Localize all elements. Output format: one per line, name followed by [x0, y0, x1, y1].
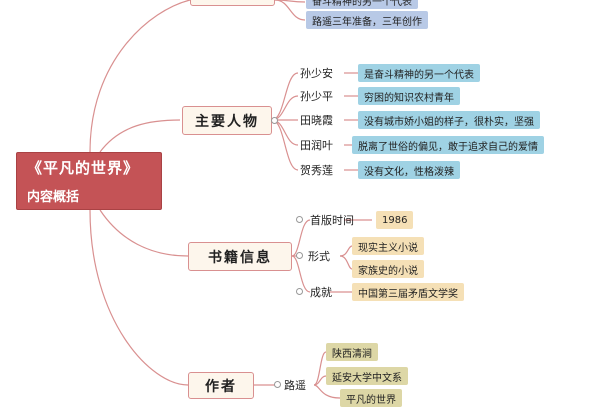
collapse-dot[interactable] — [296, 288, 303, 295]
author-item: 平凡的世界 — [340, 389, 402, 407]
collapse-dot[interactable] — [271, 117, 278, 124]
first-published-label: 首版时间 — [310, 214, 354, 227]
root-node: 《平凡的世界》 内容概括 — [16, 152, 162, 210]
author-name: 路遥 — [284, 379, 306, 392]
author-item: 陕西清涧 — [326, 343, 378, 361]
top-partial-box — [190, 0, 275, 6]
person-name: 田润叶 — [300, 139, 333, 152]
achievement-label: 成就 — [310, 286, 332, 299]
person-desc: 穷困的知识农村青年 — [358, 87, 460, 105]
form-label: 形式 — [308, 250, 330, 263]
branch-author: 作者 — [188, 372, 254, 399]
form-item: 家族史的小说 — [352, 260, 424, 278]
person-name: 贺秀莲 — [300, 164, 333, 177]
author-item: 延安大学中文系 — [326, 367, 408, 385]
person-name: 孙少平 — [300, 90, 333, 103]
person-name: 孙少安 — [300, 67, 333, 80]
collapse-dot[interactable] — [296, 216, 303, 223]
achievement-value: 中国第三届矛盾文学奖 — [352, 283, 464, 301]
person-desc: 是奋斗精神的另一个代表 — [358, 64, 480, 82]
person-name: 田晓霞 — [300, 114, 333, 127]
first-published-value: 1986 — [376, 211, 414, 229]
top-partial-item-2: 路遥三年准备，三年创作 — [306, 11, 428, 29]
person-desc: 脱离了世俗的偏见，敢于追求自己的爱情 — [352, 136, 544, 154]
form-item: 现实主义小说 — [352, 237, 424, 255]
person-desc: 没有城市娇小姐的样子，很朴实，坚强 — [358, 111, 540, 129]
person-desc: 没有文化，性格泼辣 — [358, 161, 460, 179]
root-title: 《平凡的世界》 — [27, 159, 140, 177]
branch-characters: 主要人物 — [182, 106, 272, 135]
collapse-dot[interactable] — [296, 252, 303, 259]
collapse-dot[interactable] — [274, 381, 281, 388]
branch-book-info: 书籍信息 — [188, 242, 292, 271]
root-subtitle: 内容概括 — [27, 190, 80, 205]
top-partial-item-1: 奋斗精神的另一个代表 — [306, 0, 418, 9]
